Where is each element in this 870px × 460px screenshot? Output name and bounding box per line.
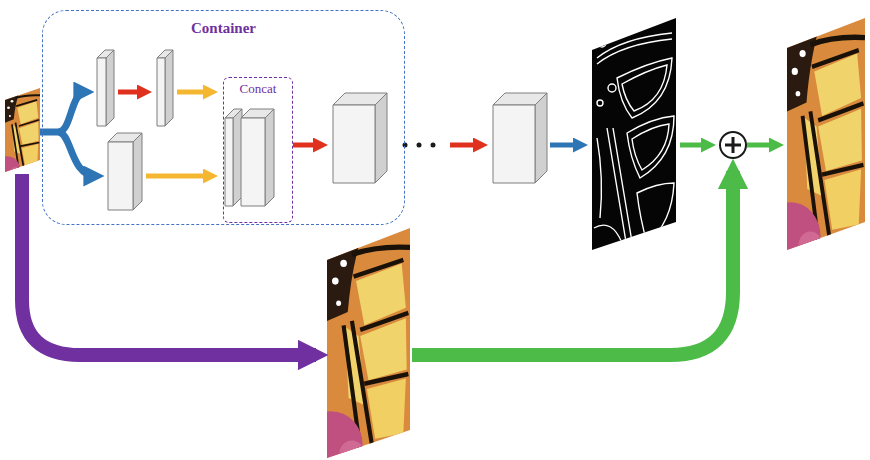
concat-box: Concat (223, 77, 293, 223)
container-box: ContainerConcat (42, 10, 405, 225)
input-image (0, 88, 40, 181)
box-heading: Concat (224, 81, 292, 97)
feature-blocks (97, 50, 547, 210)
sum-symbol (720, 132, 746, 158)
ellipsis-dots (403, 143, 436, 148)
box-heading: Container (43, 20, 404, 37)
flow-arrows (22, 92, 778, 355)
interpolated-image (300, 228, 410, 460)
residual-map (592, 18, 676, 250)
